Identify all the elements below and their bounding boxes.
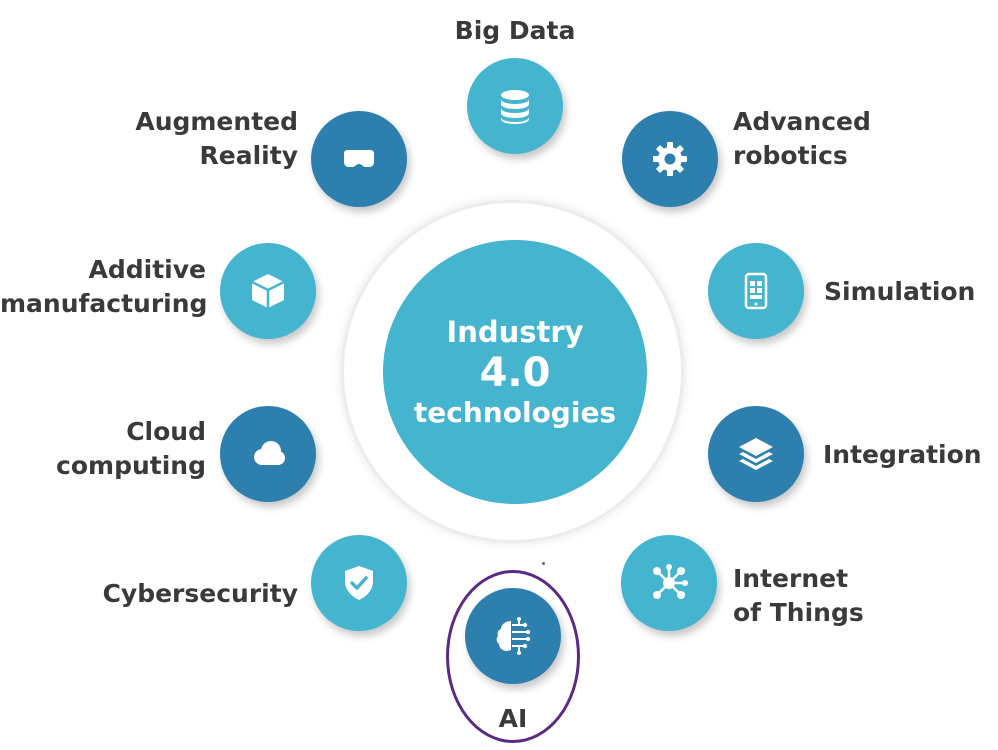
label-integration: Integration (823, 440, 982, 469)
cloud-icon (254, 441, 285, 465)
outer-ring (341, 200, 684, 543)
label-augmented-reality: Augmented Reality (135, 107, 298, 170)
label-advanced-robotics: Advanced robotics (733, 107, 871, 170)
hub-title-line3: technologies (413, 396, 617, 429)
gear-icon (653, 142, 687, 176)
node-internet-of-things[interactable] (621, 535, 717, 631)
node-big-data[interactable] (467, 58, 563, 154)
vr-headset-icon (344, 150, 374, 167)
node-advanced-robotics[interactable] (622, 111, 718, 207)
network-icon (653, 564, 688, 599)
database-icon (501, 90, 529, 124)
node-integration[interactable] (708, 406, 804, 502)
node-augmented-reality[interactable] (311, 111, 407, 207)
label-simulation: Simulation (824, 277, 976, 306)
hub-title-line2: 4.0 (479, 350, 551, 396)
node-cloud-computing[interactable] (220, 406, 316, 502)
label-cloud-computing: Cloud computing (56, 417, 206, 480)
layers-icon (739, 438, 773, 470)
cube-icon (251, 274, 285, 308)
label-cybersecurity: Cybersecurity (102, 579, 298, 608)
ai-highlight-ellipse (446, 570, 580, 743)
stray-dot (542, 562, 545, 565)
shield-check-icon (345, 566, 373, 600)
node-cybersecurity[interactable] (311, 535, 407, 631)
node-additive-manufacturing[interactable] (220, 243, 316, 339)
label-internet-of-things: Internet of Things (733, 564, 864, 627)
node-simulation[interactable] (708, 243, 804, 339)
tablet-icon (744, 272, 768, 310)
label-additive-manufacturing: Additive manufacturing (0, 255, 208, 318)
hub-circle: Industry 4.0 technologies (383, 240, 647, 504)
label-big-data: Big Data (454, 16, 576, 45)
hub-title-line1: Industry (446, 315, 584, 349)
